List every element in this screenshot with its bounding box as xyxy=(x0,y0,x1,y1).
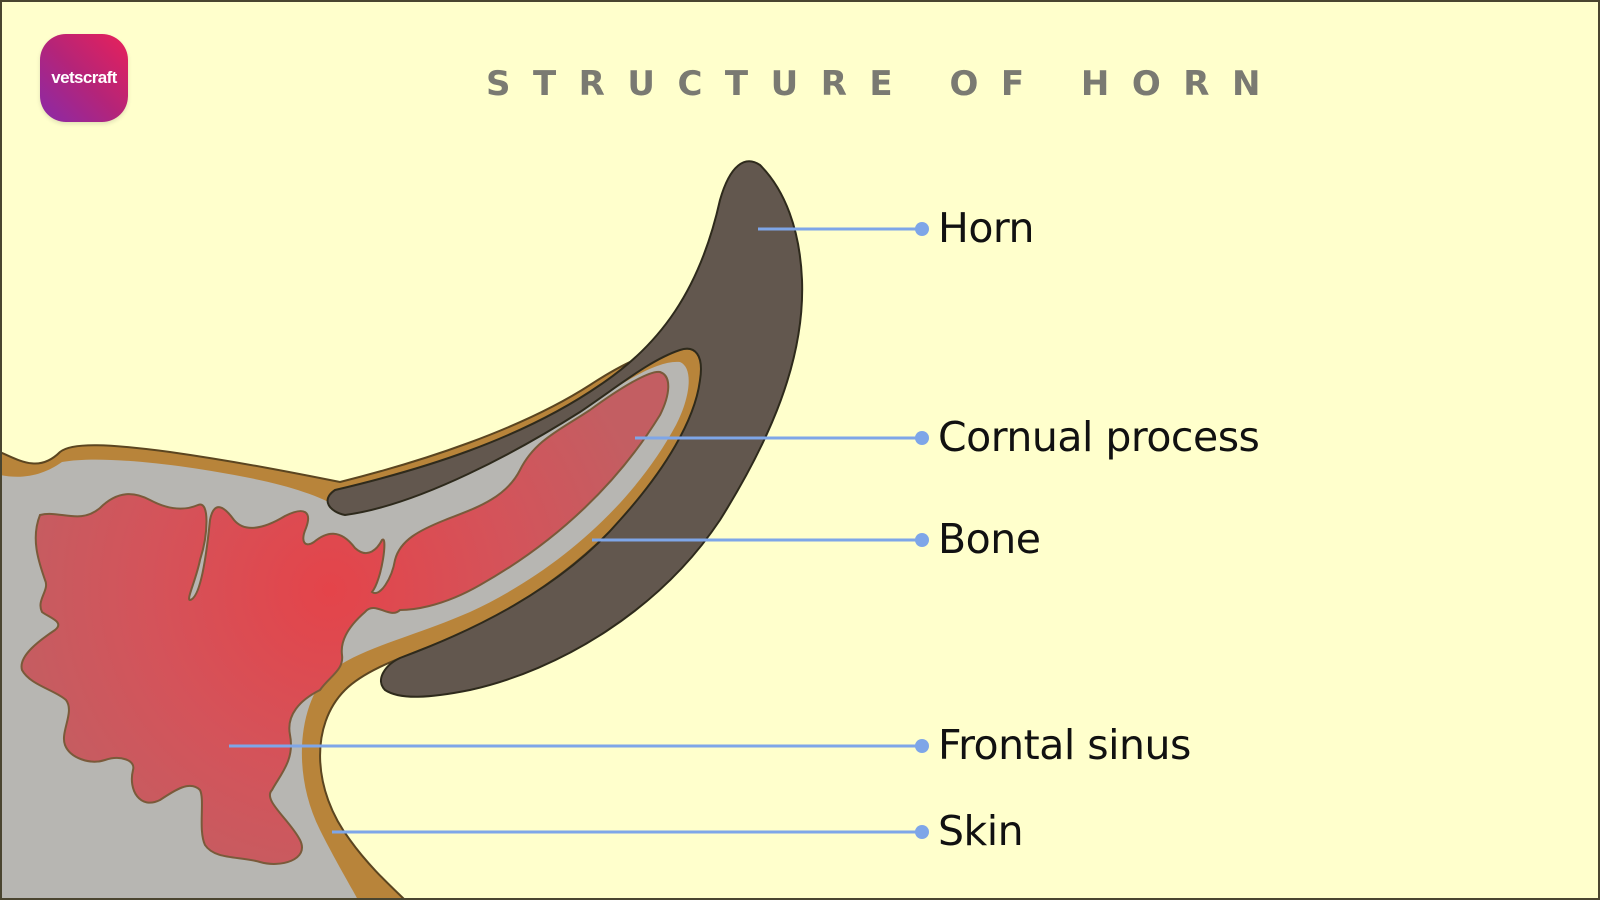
frontal-sinus xyxy=(20,370,670,865)
leader-lines xyxy=(229,222,929,839)
label-cornual-process: Cornual process xyxy=(938,413,1260,461)
horn xyxy=(326,160,804,698)
vetscraft-logo: vetscraft xyxy=(40,34,128,122)
page-title: STRUCTURE OF HORN xyxy=(486,64,1283,104)
label-skin: Skin xyxy=(938,807,1024,855)
label-horn: Horn xyxy=(938,204,1035,252)
label-bone: Bone xyxy=(938,515,1041,563)
logo-text: vetscraft xyxy=(51,68,117,87)
label-frontal-sinus: Frontal sinus xyxy=(938,721,1191,769)
